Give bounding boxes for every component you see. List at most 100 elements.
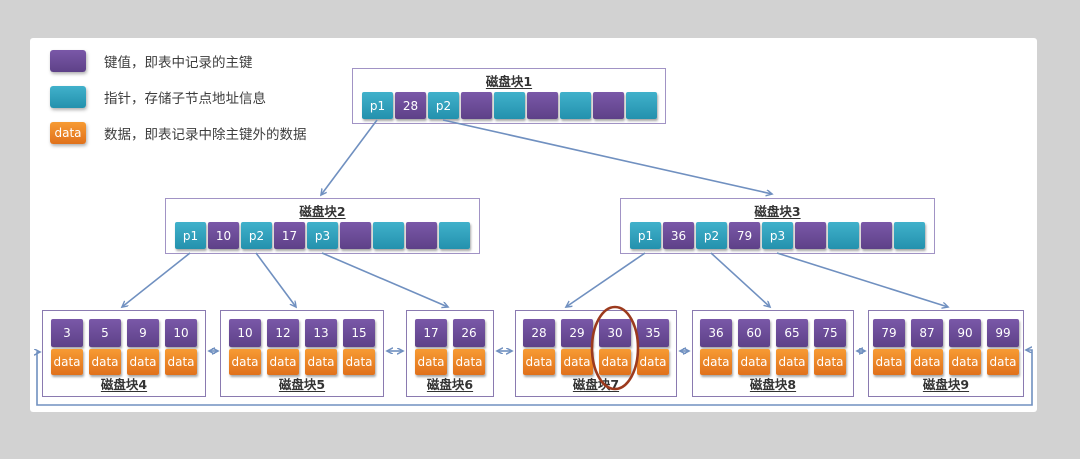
legend-key-label: 键值，即表中记录的主键 [104, 54, 253, 71]
data-cell: data [987, 349, 1019, 375]
key-cell: 10 [165, 319, 197, 347]
data-cell: data [229, 349, 261, 375]
legend: 键值，即表中记录的主键 指针，存储子节点地址信息 data 数据，即表记录中除主… [50, 48, 380, 156]
key-cell: 79 [873, 319, 905, 347]
key-cell: 17 [415, 319, 447, 347]
data-cell: data [911, 349, 943, 375]
data-cell: data [776, 349, 808, 375]
pointer-cell [373, 222, 404, 249]
data-cell: data [267, 349, 299, 375]
pointer-cell: p2 [428, 92, 459, 119]
key-cell: 36 [700, 319, 732, 347]
data-cell: data [343, 349, 375, 375]
data-cell: data [814, 349, 846, 375]
pointer-cell [439, 222, 470, 249]
disk-block-1-title: 磁盘块1 [485, 74, 533, 89]
disk-block-8-title: 磁盘块8 [749, 377, 797, 392]
key-cell [340, 222, 371, 249]
key-cell [861, 222, 892, 249]
data-cell: data [127, 349, 159, 375]
key-cell: 30 [599, 319, 631, 347]
key-swatch-icon [50, 49, 86, 72]
data-cell: data [561, 349, 593, 375]
data-cell: data [51, 349, 83, 375]
data-cell: data [738, 349, 770, 375]
pointer-cell: p1 [175, 222, 206, 249]
data-cell: data [415, 349, 447, 375]
pointer-cell: p3 [762, 222, 793, 249]
key-cell: 10 [229, 319, 261, 347]
disk-block-3-title: 磁盘块3 [754, 204, 801, 219]
key-cell [527, 92, 558, 119]
pointer-cell: p2 [241, 222, 272, 249]
disk-block-7-title: 磁盘块7 [572, 377, 620, 392]
key-cell [406, 222, 437, 249]
data-cell: data [700, 349, 732, 375]
data-cell: data [89, 349, 121, 375]
key-cell: 5 [89, 319, 121, 347]
disk-block-5-title: 磁盘块5 [278, 377, 326, 392]
legend-pointer-label: 指针，存储子节点地址信息 [104, 90, 266, 107]
key-cell [593, 92, 624, 119]
key-cell: 12 [267, 319, 299, 347]
key-cell: 75 [814, 319, 846, 347]
pointer-cell: p3 [307, 222, 338, 249]
key-cell: 60 [738, 319, 770, 347]
data-cell: data [599, 349, 631, 375]
legend-item-key: 键值，即表中记录的主键 [50, 48, 380, 73]
key-cell: 35 [637, 319, 669, 347]
key-cell: 87 [911, 319, 943, 347]
pointer-cell [894, 222, 925, 249]
data-cell: data [453, 349, 485, 375]
data-swatch-icon: data [50, 121, 86, 144]
pointer-cell [560, 92, 591, 119]
disk-block-9-title: 磁盘块9 [922, 377, 970, 392]
legend-data-label: 数据，即表记录中除主键外的数据 [104, 126, 307, 143]
key-cell: 13 [305, 319, 337, 347]
key-cell: 10 [208, 222, 239, 249]
data-cell: data [949, 349, 981, 375]
key-cell: 28 [395, 92, 426, 119]
pointer-cell: p2 [696, 222, 727, 249]
key-cell: 28 [523, 319, 555, 347]
key-cell: 9 [127, 319, 159, 347]
key-cell: 3 [51, 319, 83, 347]
legend-item-pointer: 指针，存储子节点地址信息 [50, 84, 380, 109]
